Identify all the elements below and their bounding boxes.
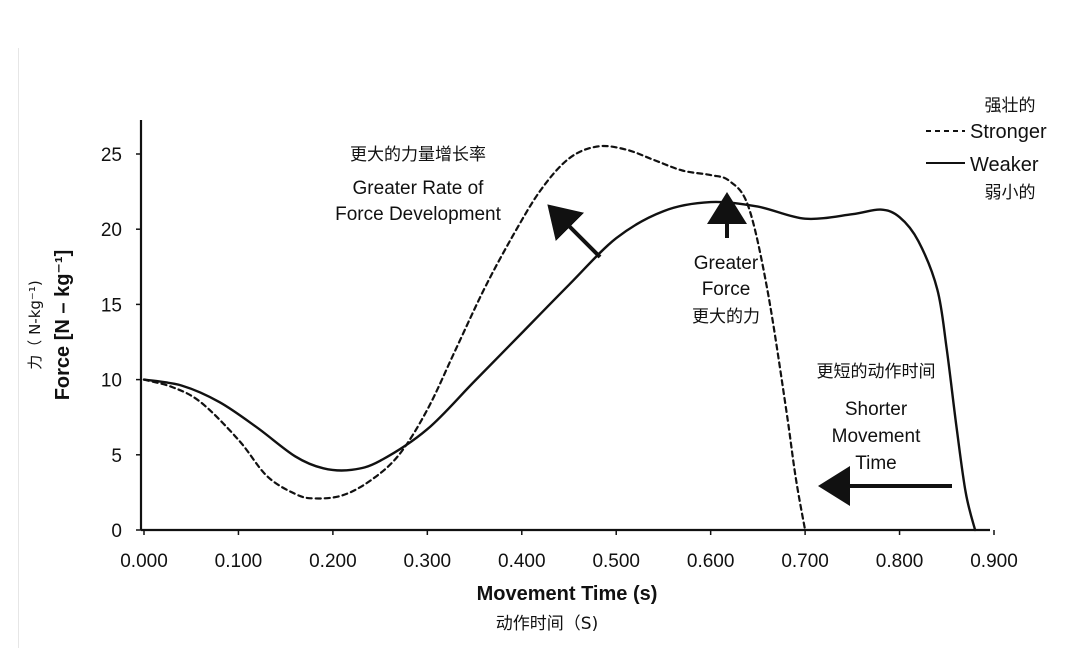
x-tick-label: 0.300 — [404, 551, 452, 572]
x-axis-title: Movement Time (s) — [477, 583, 658, 605]
annotation-rate-line2: Force Development — [335, 204, 502, 225]
annotation-rate: 更大的力量增长率 Greater Rate of Force Developme… — [335, 145, 602, 259]
series-line-stronger — [142, 144, 807, 532]
annotation-time: 更短的动作时间 Shorter Movement Time — [817, 362, 952, 506]
y-axis-ticks: 0 5 10 15 20 25 — [101, 145, 141, 542]
x-tick-label: 0.600 — [687, 551, 735, 572]
legend-weaker-label: Weaker — [970, 154, 1039, 176]
legend-weaker-cn: 弱小的 — [985, 183, 1036, 203]
annotation-rate-arrow — [547, 204, 602, 259]
annotation-time-line1: Shorter — [845, 399, 908, 420]
annotation-time-line2: Movement — [832, 426, 921, 447]
series-layer — [142, 144, 977, 532]
x-tick-label: 0.000 — [120, 551, 168, 572]
annotation-time-cn: 更短的动作时间 — [817, 362, 936, 382]
x-axis-title-cn: 动作时间（S) — [496, 614, 598, 634]
y-tick-label: 0 — [111, 521, 122, 542]
annotation-force-cn: 更大的力 — [692, 307, 760, 327]
annotation-force-line1: Greater — [694, 253, 759, 274]
y-tick-label: 15 — [101, 295, 122, 316]
y-tick-label: 20 — [101, 220, 122, 241]
y-tick-label: 10 — [101, 371, 122, 392]
left-edge-divider — [18, 48, 19, 648]
x-tick-label: 0.500 — [592, 551, 640, 572]
x-tick-label: 0.800 — [876, 551, 924, 572]
annotation-rate-cn: 更大的力量增长率 — [350, 145, 486, 165]
annotation-force: Greater Force 更大的力 — [692, 192, 760, 327]
x-tick-label: 0.400 — [498, 551, 546, 572]
y-axis-title-cn: 力（ N-kg⁻¹) — [26, 280, 44, 369]
series-line-weaker — [142, 200, 977, 532]
x-axis-ticks: 0.000 0.100 0.200 0.300 0.400 0.500 0.600 0.700… — [120, 530, 1018, 572]
annotation-force-line2: Force — [702, 279, 751, 300]
x-tick-label: 0.900 — [970, 551, 1018, 572]
legend-stronger-label: Stronger — [970, 121, 1047, 143]
y-axis-title: Force [N – kg⁻¹] — [52, 250, 74, 401]
legend-stronger-cn: 强壮的 — [985, 96, 1036, 116]
x-tick-label: 0.700 — [781, 551, 829, 572]
annotation-time-line3: Time — [855, 453, 897, 474]
x-tick-label: 0.100 — [215, 551, 263, 572]
legend: 强壮的 Stronger Weaker 弱小的 — [926, 96, 1047, 203]
annotation-rate-line1: Greater Rate of — [353, 178, 485, 199]
y-tick-label: 5 — [111, 446, 122, 467]
y-tick-label: 25 — [101, 145, 122, 166]
x-tick-label: 0.200 — [309, 551, 357, 572]
